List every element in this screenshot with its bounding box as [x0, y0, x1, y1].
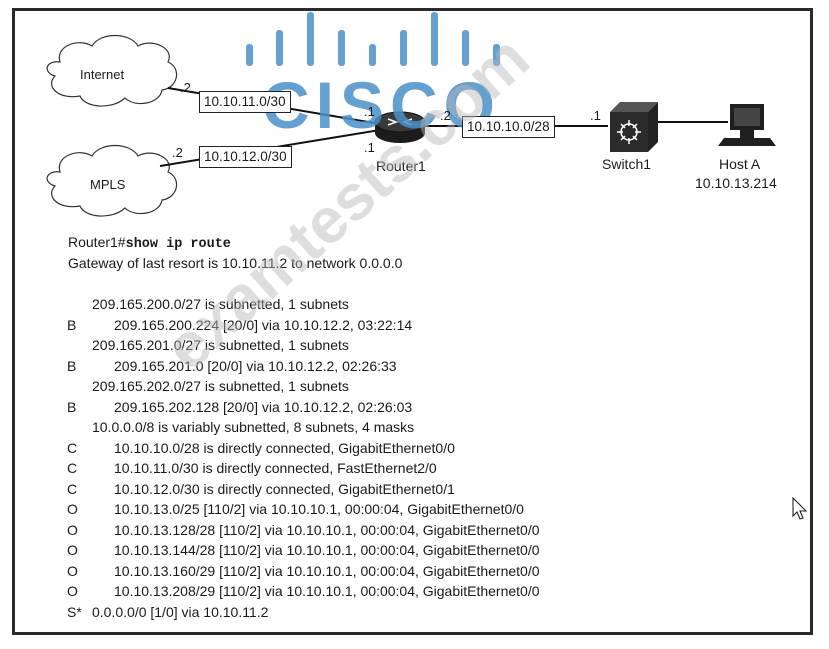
router-mpls-address: .1	[364, 140, 375, 155]
route-row: 209.165.201.0/27 is subnetted, 1 subnets	[92, 337, 349, 353]
gateway-line: Gateway of last resort is 10.10.11.2 to …	[68, 255, 403, 271]
host-ip-label: 10.10.13.214	[695, 175, 777, 191]
switch-icon	[610, 102, 658, 152]
cli-prompt: Router1#	[68, 234, 126, 250]
route-row: S*0.0.0.0/0 [1/0] via 10.10.11.2	[67, 603, 269, 620]
route-row: 209.165.202.0/27 is subnetted, 1 subnets	[92, 378, 349, 394]
router-label: Router1	[376, 158, 426, 174]
mpls-label: MPLS	[90, 177, 126, 192]
mouse-pointer-icon	[792, 496, 808, 520]
router-icon	[374, 111, 426, 143]
host-computer-icon	[718, 104, 776, 146]
switch-label: Switch1	[602, 156, 652, 172]
cli-command: show ip route	[125, 237, 231, 252]
internet-cloud	[46, 34, 178, 107]
mpls-side-address: .2	[172, 145, 183, 160]
internet-label: Internet	[80, 67, 125, 82]
mpls-subnet-box: 10.10.12.0/30	[199, 146, 292, 168]
exhibit-frame	[12, 8, 813, 635]
cisco-logo-text: CISCO	[262, 68, 502, 142]
internet-subnet-box: 10.10.11.0/30	[199, 91, 291, 113]
cisco-logo-bars	[246, 12, 500, 66]
router-internet-address: .1	[364, 104, 375, 119]
routing-table: 209.165.200.0/27 is subnetted, 1 subnets…	[67, 294, 540, 622]
host-name-label: Host A	[719, 156, 761, 172]
mpls-cloud	[46, 144, 178, 217]
switch-side-address: .1	[590, 108, 601, 123]
route-row: 209.165.200.0/27 is subnetted, 1 subnets	[92, 296, 349, 312]
router-switch-address: .2	[440, 108, 451, 123]
switch-subnet-box: 10.10.10.0/28	[462, 116, 555, 138]
route-row: 10.0.0.0/8 is variably subnetted, 8 subn…	[92, 419, 415, 435]
internet-side-address: .2	[180, 80, 191, 95]
command-line: Router1#show ip route	[68, 234, 231, 252]
